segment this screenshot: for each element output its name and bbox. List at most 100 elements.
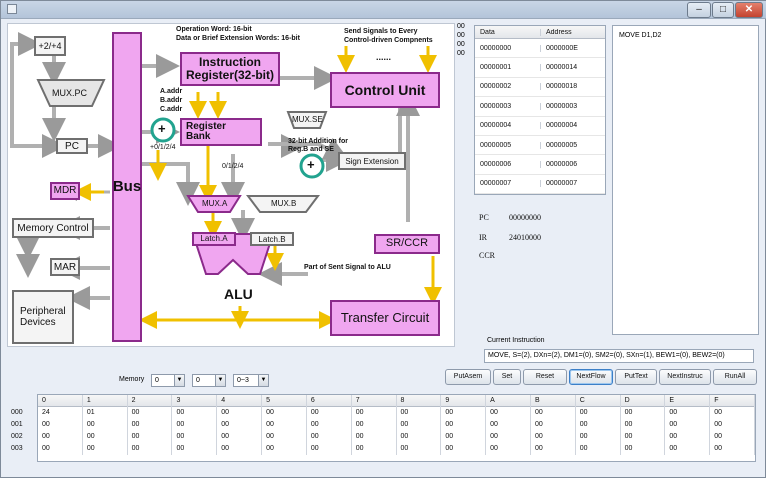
memory-cell[interactable]: 00	[128, 419, 173, 431]
memory-cell[interactable]: 00	[441, 407, 487, 419]
memory-cell[interactable]: 00	[307, 431, 352, 443]
memory-cell[interactable]: 00	[621, 419, 666, 431]
memory-cell[interactable]: 00	[262, 443, 307, 455]
next-instruc-button[interactable]: NextInstruc	[659, 369, 711, 385]
memory-cell[interactable]: 00	[576, 407, 621, 419]
next-flow-button[interactable]: NextFlow	[569, 369, 613, 385]
minimize-button[interactable]: –	[687, 2, 711, 18]
source-text-area[interactable]: MOVE D1,D2	[612, 25, 759, 335]
memory-cell[interactable]: 00	[38, 419, 83, 431]
memory-cell[interactable]: 00	[83, 431, 128, 443]
memory-cell[interactable]: 00	[172, 407, 218, 419]
memory-cell[interactable]: 00	[307, 419, 352, 431]
memory-cell[interactable]: 24	[38, 407, 83, 419]
memory-cell[interactable]: 00	[262, 431, 307, 443]
memory-cell[interactable]: 00	[83, 443, 128, 455]
memory-cell[interactable]: 00	[262, 419, 307, 431]
put-text-button[interactable]: PutText	[615, 369, 657, 385]
memory-cell[interactable]: 00	[665, 419, 711, 431]
memory-cell[interactable]: 00	[576, 443, 621, 455]
memory-cell[interactable]: 00	[531, 419, 576, 431]
memory-cell[interactable]: 00	[38, 431, 83, 443]
memory-cell[interactable]: 00	[621, 443, 666, 455]
memory-cell[interactable]: 00	[217, 419, 263, 431]
memory-cell[interactable]: 00	[441, 443, 487, 455]
put-asem-button[interactable]: PutAsem	[445, 369, 491, 385]
memory-cell[interactable]: 00	[710, 407, 755, 419]
memory-cell[interactable]: 00	[486, 431, 531, 443]
memory-cell[interactable]: 00	[262, 407, 307, 419]
memory-cell[interactable]: 00	[397, 431, 442, 443]
memory-cell[interactable]: 00	[710, 443, 755, 455]
memory-cell[interactable]: 00	[352, 443, 397, 455]
memory-cell[interactable]: 00	[486, 443, 531, 455]
memory-cell[interactable]: 00	[83, 419, 128, 431]
address-cell: 00000006	[539, 161, 605, 169]
memory-cell[interactable]: 00	[352, 431, 397, 443]
memory-cell[interactable]: 00	[217, 407, 263, 419]
reset-button[interactable]: Reset	[523, 369, 567, 385]
memory-cell[interactable]: 00	[128, 431, 173, 443]
memory-cell[interactable]: 00	[352, 419, 397, 431]
memory-cell[interactable]: 00	[441, 431, 487, 443]
memory-cell[interactable]: 00	[486, 419, 531, 431]
memory-cell[interactable]: 00	[621, 431, 666, 443]
memory-cell[interactable]: 00	[217, 431, 263, 443]
memory-cell[interactable]: 00	[710, 419, 755, 431]
addition-note-label: 32-bit Addition for	[288, 138, 349, 145]
memory-cell[interactable]: 00	[710, 431, 755, 443]
memory-cell[interactable]: 00	[621, 407, 666, 419]
memory-cell[interactable]: 00	[172, 419, 218, 431]
cpu-diagram: Operation Word: 16-bit Data or Brief Ext…	[7, 23, 455, 347]
memory-cell[interactable]: 00	[576, 419, 621, 431]
memory-cell[interactable]: 00	[397, 443, 442, 455]
close-button[interactable]: ✕	[735, 2, 763, 18]
memory-cell[interactable]: 00	[486, 407, 531, 419]
address-cell: 0000000E	[539, 44, 605, 52]
set-button[interactable]: Set	[493, 369, 521, 385]
memory-cell[interactable]: 00	[397, 419, 442, 431]
run-all-button[interactable]: RunAll	[713, 369, 757, 385]
memory-cell[interactable]: 00	[665, 443, 711, 455]
memory-cell[interactable]: 00	[172, 443, 218, 455]
memory-cell[interactable]: 00	[38, 443, 83, 455]
column-header-address[interactable]: Address	[539, 28, 605, 36]
memory-page-select[interactable]: 0▼	[151, 374, 185, 387]
memory-cell[interactable]: 00	[307, 407, 352, 419]
memory-range-select[interactable]: 0~3▼	[233, 374, 269, 387]
memory-cell[interactable]: 00	[172, 431, 218, 443]
memory-cell[interactable]: 00	[665, 407, 711, 419]
memory-bank-select[interactable]: 0▼	[192, 374, 226, 387]
memory-cell[interactable]: 00	[128, 407, 173, 419]
memory-cell[interactable]: 00	[665, 431, 711, 443]
column-header-data[interactable]: Data	[480, 28, 495, 36]
maximize-button[interactable]: □	[712, 2, 734, 18]
memory-cell[interactable]: 00	[441, 419, 487, 431]
memory-cell[interactable]: 00	[307, 443, 352, 455]
memory-cell[interactable]: 01	[83, 407, 128, 419]
memory-cell[interactable]: 00	[531, 431, 576, 443]
memory-cell[interactable]: 00	[576, 431, 621, 443]
current-instruction-field[interactable]: MOVE, S=(2), DXn=(2), DM1=(0), SM2=(0), …	[484, 349, 754, 363]
memory-cell[interactable]: 00	[217, 443, 263, 455]
memory-cell[interactable]: 00	[531, 407, 576, 419]
memory-cell[interactable]: 00	[128, 443, 173, 455]
bus-block: Bus	[112, 32, 142, 342]
memory-cell[interactable]: 00	[397, 407, 442, 419]
memory-cell[interactable]: 00	[352, 407, 397, 419]
memory-cell[interactable]: 00	[531, 443, 576, 455]
